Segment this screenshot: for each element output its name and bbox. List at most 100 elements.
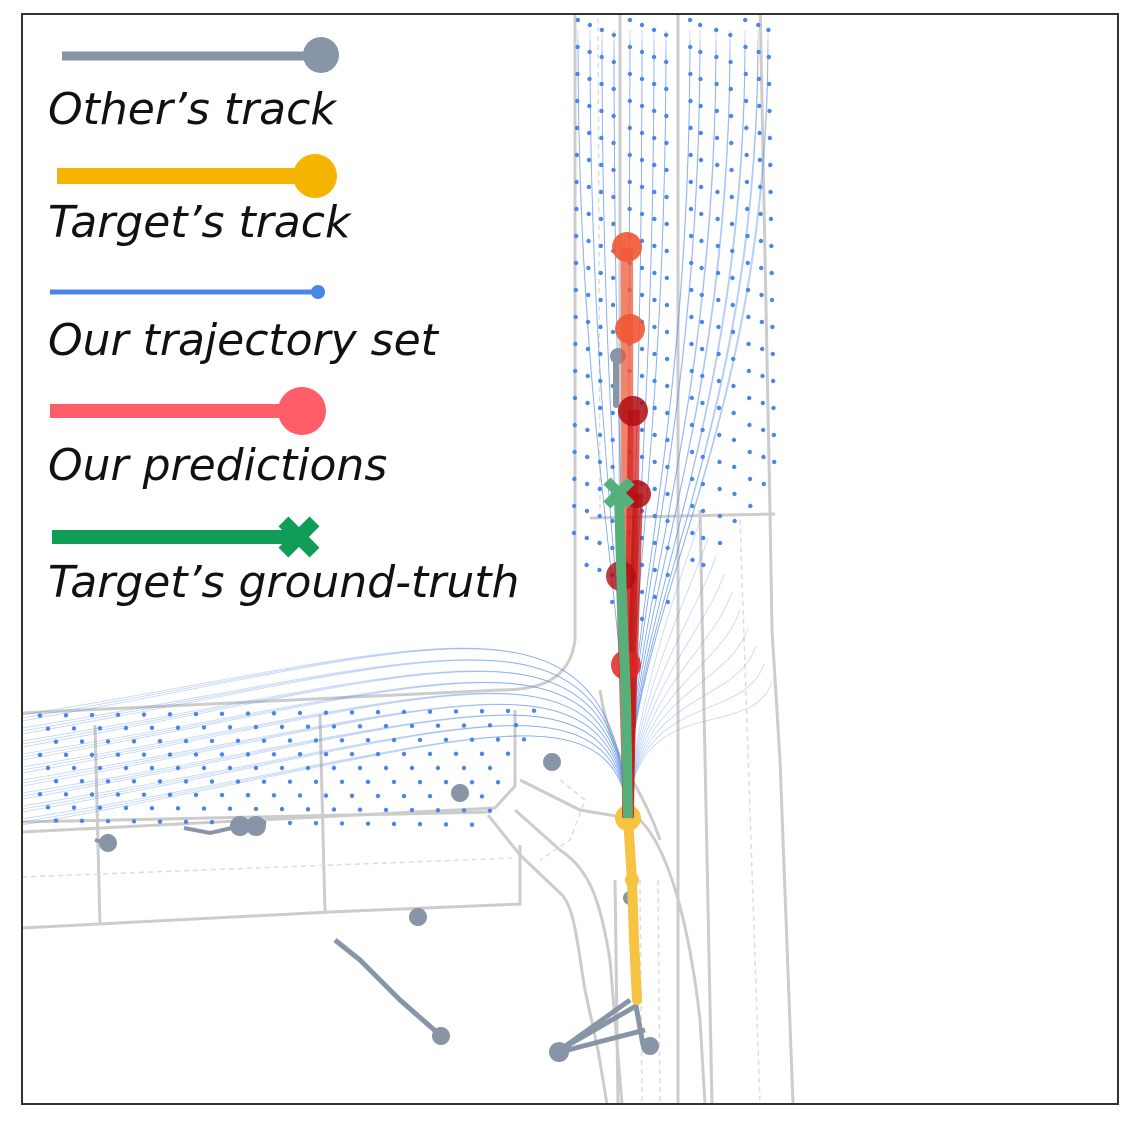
trajectory-endpoint-dot: [665, 410, 670, 416]
trajectory-endpoint-dot: [688, 152, 693, 158]
trajectory-endpoint-dot: [597, 459, 603, 465]
trajectory-endpoint-dot: [698, 49, 703, 55]
trajectory-endpoint-dot: [639, 76, 645, 82]
trajectory-line: [22, 659, 629, 811]
trajectory-endpoint-dot: [357, 807, 363, 812]
target-agent-track: [615, 805, 642, 1005]
trajectory-line: [22, 681, 629, 811]
trajectory-endpoint-dot: [487, 723, 493, 728]
trajectory-endpoint-dot: [769, 270, 774, 276]
trajectory-endpoint-dot: [469, 737, 475, 742]
trajectory-endpoint-dot: [652, 162, 657, 168]
trajectory-endpoint-dot: [193, 752, 199, 757]
trajectory-endpoint-dot: [97, 765, 103, 771]
trajectory-line: [22, 725, 629, 813]
trajectory-endpoint-dot: [652, 459, 657, 465]
trajectory-endpoint-dot: [89, 752, 95, 757]
trajectory-endpoint-dot: [513, 722, 519, 728]
trajectory-line: [22, 692, 629, 811]
trajectory-endpoint-dot: [730, 275, 735, 281]
trajectory-endpoint-dot: [167, 792, 173, 798]
trajectory-endpoint-dot: [664, 329, 670, 335]
trajectory-endpoint-dot: [575, 71, 580, 77]
trajectory-endpoint-dot: [771, 405, 776, 411]
trajectory-endpoint-dot: [770, 351, 775, 357]
trajectory-endpoint-dot: [651, 81, 657, 87]
trajectory-endpoint-dot: [597, 432, 603, 438]
legend-item-predictions: Our predictions: [48, 387, 387, 491]
trajectory-endpoint-dot: [688, 206, 694, 212]
trajectory-endpoint-dot: [688, 179, 694, 185]
trajectory-endpoint-dot: [245, 752, 251, 757]
trajectory-endpoint-dot: [305, 765, 311, 771]
trajectory-line: [627, 591, 733, 811]
trajectory-endpoint-dot: [279, 765, 285, 771]
trajectory-endpoint-dot: [574, 179, 579, 185]
trajectory-line: [22, 659, 629, 811]
trajectory-endpoint-dot: [89, 712, 95, 718]
trajectory-endpoint-dot: [652, 216, 657, 222]
trajectory-endpoint-dot: [665, 518, 670, 524]
legend-item-target-track: Target’s track: [48, 154, 352, 248]
trajectory-line: [22, 735, 629, 823]
trajectory-endpoint-dot: [729, 167, 734, 173]
trajectory-endpoint-dot: [574, 125, 580, 131]
trajectory-line: [22, 714, 629, 811]
legend-label: Target’s ground-truth: [48, 557, 519, 608]
trajectory-line: [627, 627, 749, 811]
trajectory-endpoint-dot: [123, 765, 129, 771]
trajectory-endpoint-dot: [717, 513, 723, 519]
trajectory-endpoint-dot: [698, 157, 704, 163]
trajectory-line: [22, 704, 629, 811]
trajectory-endpoint-dot: [245, 793, 251, 798]
trajectory-endpoint-dot: [123, 805, 129, 811]
trajectory-endpoint-dot: [769, 243, 774, 249]
trajectory-endpoint-dot: [639, 103, 645, 109]
trajectory-endpoint-dot: [758, 211, 763, 217]
trajectory-endpoint-dot: [610, 410, 615, 416]
trajectory-endpoint-dot: [63, 792, 69, 797]
trajectory-endpoint-dot: [495, 737, 501, 742]
trajectory-endpoint-dot: [639, 157, 645, 163]
trajectory-endpoint-dot: [699, 346, 705, 352]
trajectory-endpoint-dot: [586, 211, 591, 217]
trajectory-endpoint-dot: [688, 125, 693, 131]
trajectory-endpoint-dot: [383, 807, 389, 813]
trajectory-endpoint-dot: [219, 792, 225, 798]
trajectory-endpoint-dot: [611, 32, 617, 38]
trajectory-endpoint-dot: [193, 711, 199, 717]
legend-item-ground-truth: Target’s ground-truth: [48, 516, 519, 608]
trajectory-endpoint-dot: [598, 297, 603, 303]
trajectory-endpoint-dot: [652, 351, 657, 357]
trajectory-endpoint-dot: [732, 491, 737, 497]
trajectory-endpoint-dot: [443, 737, 449, 742]
trajectory-endpoint-dot: [587, 22, 593, 28]
trajectory-endpoint-dot: [79, 818, 85, 824]
trajectory-endpoint-dot: [748, 503, 753, 509]
trajectory-endpoint-dot: [365, 779, 371, 785]
trajectory-endpoint-dot: [115, 792, 121, 797]
trajectory-endpoint-dot: [756, 76, 762, 82]
trajectory-endpoint-dot: [45, 805, 51, 810]
trajectory-endpoint-dot: [599, 54, 604, 60]
trajectory-endpoint-dot: [610, 545, 615, 551]
trajectory-endpoint-dot: [417, 737, 423, 743]
trajectory-endpoint-dot: [219, 711, 225, 716]
trajectory-endpoint-dot: [665, 491, 670, 497]
trajectory-endpoint-dot: [572, 476, 577, 482]
trajectory-endpoint-dot: [689, 422, 695, 428]
trajectory-endpoint-dot: [598, 270, 603, 276]
trajectory-endpoint-dot: [664, 221, 669, 227]
trajectory-endpoint-dot: [105, 779, 111, 784]
trajectory-endpoint-dot: [575, 44, 580, 50]
trajectory-endpoint-dot: [105, 818, 111, 824]
trajectory-endpoint-dot: [743, 98, 749, 104]
track-line-dot-icon: [57, 154, 337, 198]
trajectory-endpoint-dot: [746, 395, 752, 401]
trajectory-endpoint-dot: [715, 270, 721, 276]
ground-truth-cross-icon: [52, 516, 320, 558]
trajectory-endpoint-dot: [505, 751, 511, 756]
trajectory-endpoint-dot: [435, 765, 441, 771]
trajectory-endpoint-dot: [427, 751, 433, 757]
trajectory-endpoint-dot: [627, 98, 633, 104]
